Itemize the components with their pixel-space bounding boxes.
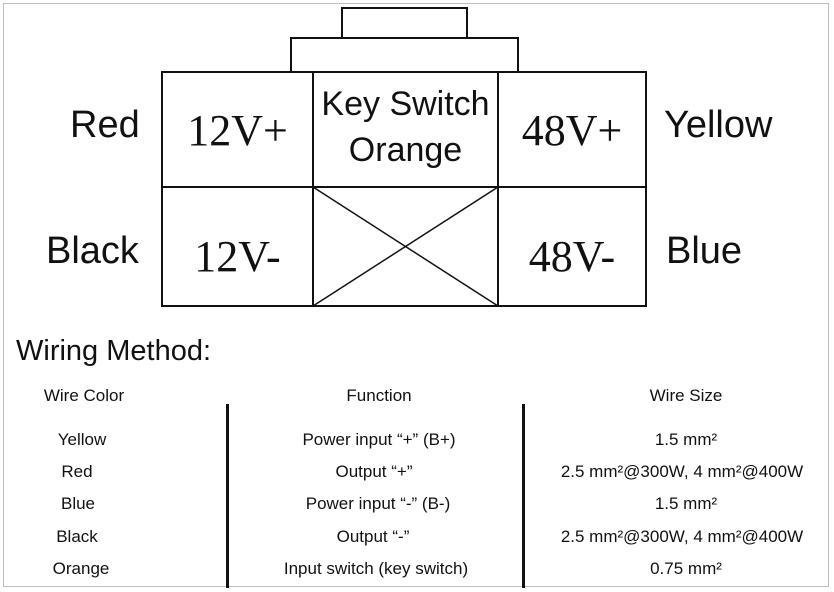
row-blue-size: 1.5 mm²: [654, 494, 718, 513]
connector-latch-top: [341, 7, 468, 39]
empty-cell-cross-b: [312, 186, 499, 307]
pin-12v-plus: 12V+: [187, 106, 288, 155]
connector-diagram: [161, 7, 647, 307]
row-yellow-function: Power input “+” (B+): [302, 430, 456, 449]
pin-key-switch: Key Switch Orange: [313, 82, 498, 174]
row-blue-function: Power input “-” (B-): [305, 494, 451, 513]
key-switch-color: Orange: [348, 130, 463, 169]
label-yellow: Yellow: [664, 104, 773, 146]
row-yellow-size: 1.5 mm²: [654, 430, 718, 449]
key-switch-label: Key Switch: [321, 85, 490, 123]
header-wire-color: Wire Color: [43, 386, 125, 405]
row-black-function: Output “-”: [336, 527, 410, 546]
pin-48v-minus: 48V-: [528, 232, 616, 281]
row-black-size: 2.5 mm²@300W, 4 mm²@400W: [560, 527, 804, 546]
row-orange-size: 0.75 mm²: [650, 559, 722, 578]
wiring-method-heading: Wiring Method:: [16, 335, 212, 367]
image-frame: [3, 3, 829, 587]
label-red: Red: [70, 104, 140, 146]
row-black-color: Black: [56, 527, 98, 546]
connector-latch-base: [290, 37, 519, 73]
row-red-size: 2.5 mm²@300W, 4 mm²@400W: [560, 462, 804, 481]
row-red-color: Red: [61, 462, 93, 481]
pin-12v-minus: 12V-: [194, 232, 281, 281]
row-yellow-color: Yellow: [57, 430, 107, 449]
row-red-function: Output “+”: [335, 462, 413, 481]
pin-48v-plus: 48V+: [521, 106, 623, 155]
header-function: Function: [346, 386, 412, 405]
connector-body: [161, 71, 647, 307]
row-orange-color: Orange: [52, 559, 110, 578]
row-orange-function: Input switch (key switch): [283, 559, 469, 578]
label-blue: Blue: [666, 230, 743, 272]
header-wire-size: Wire Size: [649, 386, 723, 405]
row-blue-color: Blue: [60, 494, 96, 513]
column-divider-left: [226, 404, 229, 588]
column-divider-right: [522, 404, 525, 588]
label-black: Black: [46, 230, 139, 272]
